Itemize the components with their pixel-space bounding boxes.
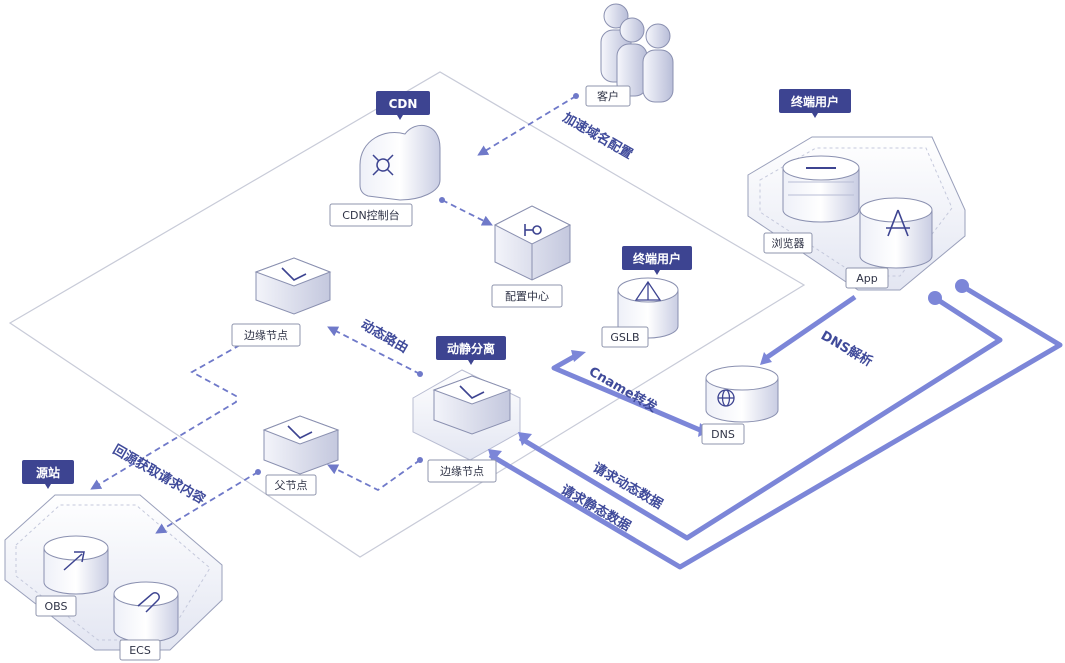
flow-cname-forward: Cname转发 (586, 364, 661, 416)
svg-text:终端用户: 终端用户 (791, 94, 839, 109)
dns-resolve-line (764, 294, 857, 361)
solid-flows (488, 283, 1063, 570)
flow-dns-resolve: DNS解析 (818, 328, 875, 370)
gslb-cylinder-icon (617, 277, 679, 339)
cname-forward-line (551, 352, 701, 433)
cdn-region-frame (8, 71, 806, 558)
tag-end-user-mid: 终端用户 (622, 246, 692, 275)
dynamic-line-start-dot (928, 291, 942, 305)
center-edge-dot (417, 457, 423, 463)
svg-text:源站: 源站 (36, 465, 60, 480)
label-app: App (845, 267, 889, 289)
flow-accel-domain-config: 加速域名配置 (559, 109, 635, 162)
svg-text:ECS: ECS (129, 644, 151, 657)
svg-text:配置中心: 配置中心 (505, 290, 549, 303)
console-config-line (441, 199, 493, 226)
cdn-console-cloud-icon (359, 125, 441, 201)
flow-dynamic-routing: 动态路由 (358, 317, 411, 357)
cname-arrowhead (571, 350, 586, 362)
label-customer: 客户 (585, 85, 631, 107)
svg-text:边缘节点: 边缘节点 (440, 465, 484, 478)
dynamic-route-dot (417, 371, 423, 377)
svg-text:浏览器: 浏览器 (772, 236, 805, 250)
app-server-icon (859, 197, 933, 269)
label-edge-node-center: 边缘节点 (427, 459, 497, 483)
browser-server-icon (782, 155, 860, 223)
tag-end-user-top: 终端用户 (779, 89, 851, 118)
label-gslb: GSLB (601, 326, 649, 348)
dynamic-route-line (327, 326, 421, 375)
customer-people-icon (600, 3, 674, 103)
svg-text:客户: 客户 (597, 89, 619, 103)
svg-text:App: App (856, 272, 878, 285)
request-static-line (488, 283, 1063, 570)
label-parent-node: 父节点 (265, 474, 317, 496)
parent-node-icon (262, 415, 340, 475)
label-browser: 浏览器 (763, 232, 813, 254)
dashed-flows (90, 95, 577, 534)
tag-dynamic-static: 动静分离 (436, 336, 506, 365)
svg-text:DNS: DNS (711, 428, 735, 441)
edge-to-origin-line (90, 344, 241, 490)
accel-line-dot (573, 93, 579, 99)
label-edge-node-top: 边缘节点 (231, 323, 301, 347)
edge-node-center-icon (432, 375, 512, 435)
ecs-server-icon (113, 581, 179, 643)
svg-text:OBS: OBS (45, 600, 68, 613)
svg-text:CDN控制台: CDN控制台 (342, 208, 399, 222)
dns-arrowhead (760, 352, 772, 365)
dynamic-arrowhead (518, 432, 532, 446)
label-ecs: ECS (119, 639, 161, 661)
svg-text:终端用户: 终端用户 (633, 251, 681, 266)
accel-config-line (477, 95, 577, 156)
edge-node-top-icon (254, 257, 332, 315)
console-line-dot (439, 197, 445, 203)
tag-cdn: CDN (376, 91, 430, 120)
config-center-icon (493, 205, 572, 281)
label-dns: DNS (701, 423, 745, 445)
label-obs: OBS (35, 595, 77, 617)
label-cdn-console: CDN控制台 (329, 203, 413, 227)
dns-cylinder-icon (705, 365, 779, 423)
request-dynamic-line (518, 295, 1003, 541)
svg-text:CDN: CDN (389, 97, 418, 111)
parent-origin-dot (255, 469, 261, 475)
static-line-start-dot (955, 279, 969, 293)
obs-storage-icon (43, 535, 109, 595)
label-config-center: 配置中心 (491, 284, 563, 308)
center-to-parent-line (327, 459, 421, 492)
svg-text:GSLB: GSLB (610, 331, 639, 344)
svg-text:动静分离: 动静分离 (447, 341, 495, 356)
tag-origin: 源站 (22, 460, 74, 489)
svg-text:边缘节点: 边缘节点 (244, 329, 288, 342)
svg-text:父节点: 父节点 (275, 479, 308, 492)
